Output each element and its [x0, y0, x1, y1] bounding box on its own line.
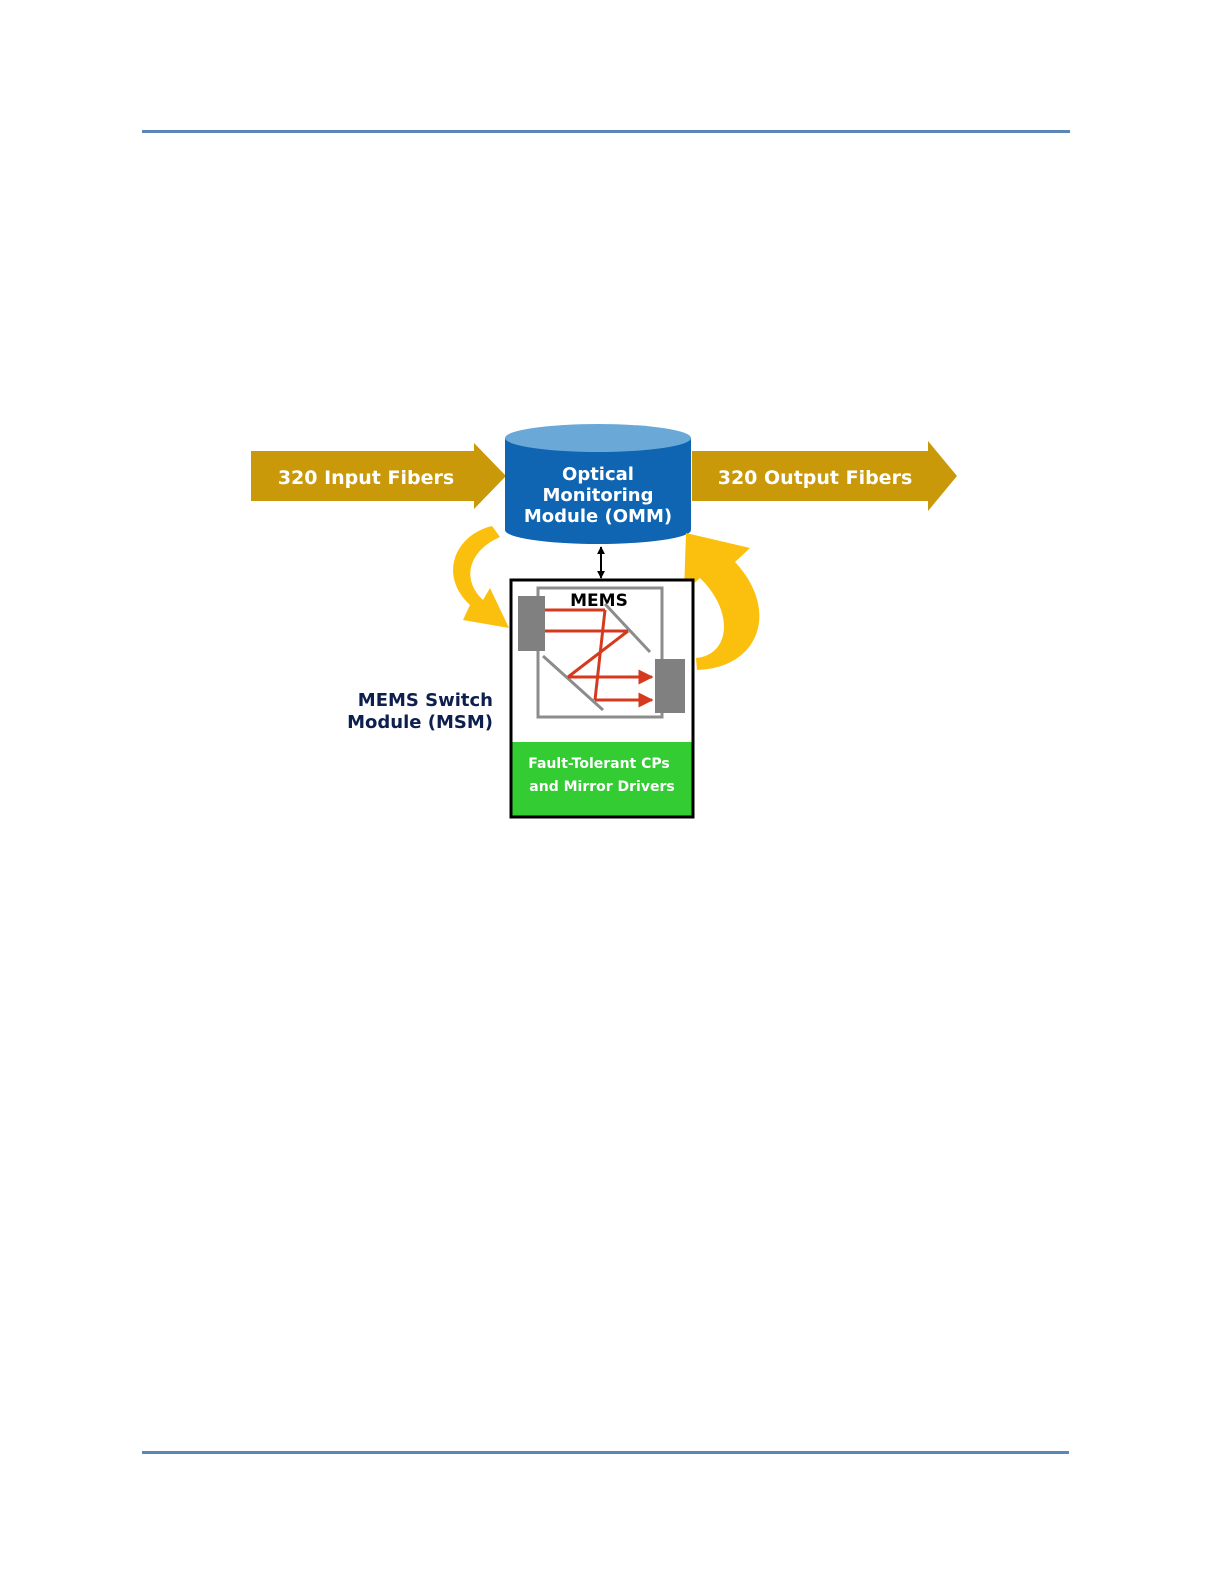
output-fibers-label: 320 Output Fibers [718, 467, 913, 489]
input-fibers-label: 320 Input Fibers [278, 467, 454, 489]
input-fibers-arrow: 320 Input Fibers [251, 443, 506, 509]
omm-to-msm-curved-arrow [453, 526, 509, 628]
omm-label-line-2: Monitoring [543, 485, 654, 506]
msm-to-omm-curved-arrow [684, 533, 759, 670]
output-fibers-arrow: 320 Output Fibers [692, 441, 957, 511]
mems-label: MEMS [570, 591, 628, 611]
msm-label-line-1: MEMS Switch [358, 690, 493, 711]
omm-label-line-3: Module (OMM) [524, 506, 672, 527]
omm-label-line-1: Optical [562, 464, 634, 485]
msm-box: Fault-Tolerant CPs and Mirror Drivers ME… [511, 580, 693, 817]
controller-label-line-1: Fault-Tolerant CPs [528, 756, 670, 772]
omm-cylinder: Optical Monitoring Module (OMM) [505, 424, 691, 544]
input-fiber-block [518, 596, 545, 651]
msm-label-line-2: Module (MSM) [347, 712, 493, 733]
controller-label-line-2: and Mirror Drivers [529, 779, 674, 795]
output-fiber-block [655, 659, 685, 713]
